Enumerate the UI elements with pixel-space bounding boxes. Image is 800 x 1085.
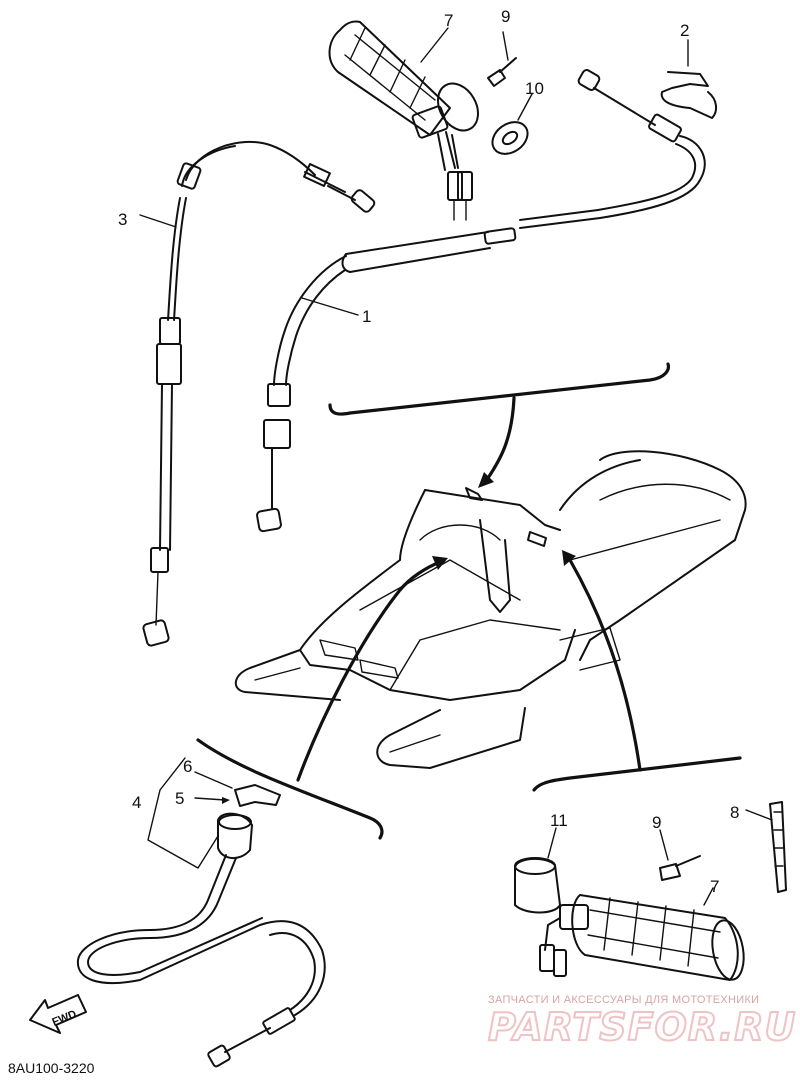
fwd-label: FWD [50,1008,78,1029]
callout-2: 2 [680,21,689,40]
watermark-tagline: ЗАПЧАСТИ И АКСЕССУАРЫ ДЛЯ МОТОТЕХНИКИ [488,994,759,1006]
snowmobile-illustration [234,450,747,769]
tie-8 [745,801,787,893]
callout-6: 6 [183,757,192,776]
leader-left [196,556,448,840]
callout-9-top: 9 [501,7,510,26]
leader-top [328,362,671,488]
callout-4: 4 [132,793,141,812]
leader-right [532,550,742,792]
part-11 [514,827,561,914]
washer-10 [491,93,533,155]
grip-7-bottom [539,887,745,981]
callout-7-bottom: 7 [710,877,719,896]
callout-7-top: 7 [444,11,453,30]
cable-3 [139,140,376,647]
part-6 [194,771,281,807]
fwd-arrow-icon: FWD [29,994,87,1034]
callout-8: 8 [730,803,739,822]
callout-1: 1 [362,307,371,326]
callout-11: 11 [550,811,568,830]
cable-1 [256,69,706,533]
diagram-code: 8AU100-3220 [8,1060,95,1076]
clip-2 [660,39,718,119]
callout-10: 10 [525,79,544,98]
grip-7-top [328,20,479,221]
callout-9-bottom: 9 [652,813,661,832]
screw-9-bottom [659,829,701,881]
callout-5: 5 [175,789,184,808]
screw-9-top [487,31,517,87]
callout-3: 3 [118,210,127,229]
watermark-brand: PARTSFOR.RU [488,1005,796,1049]
cable-4 [76,757,326,1068]
